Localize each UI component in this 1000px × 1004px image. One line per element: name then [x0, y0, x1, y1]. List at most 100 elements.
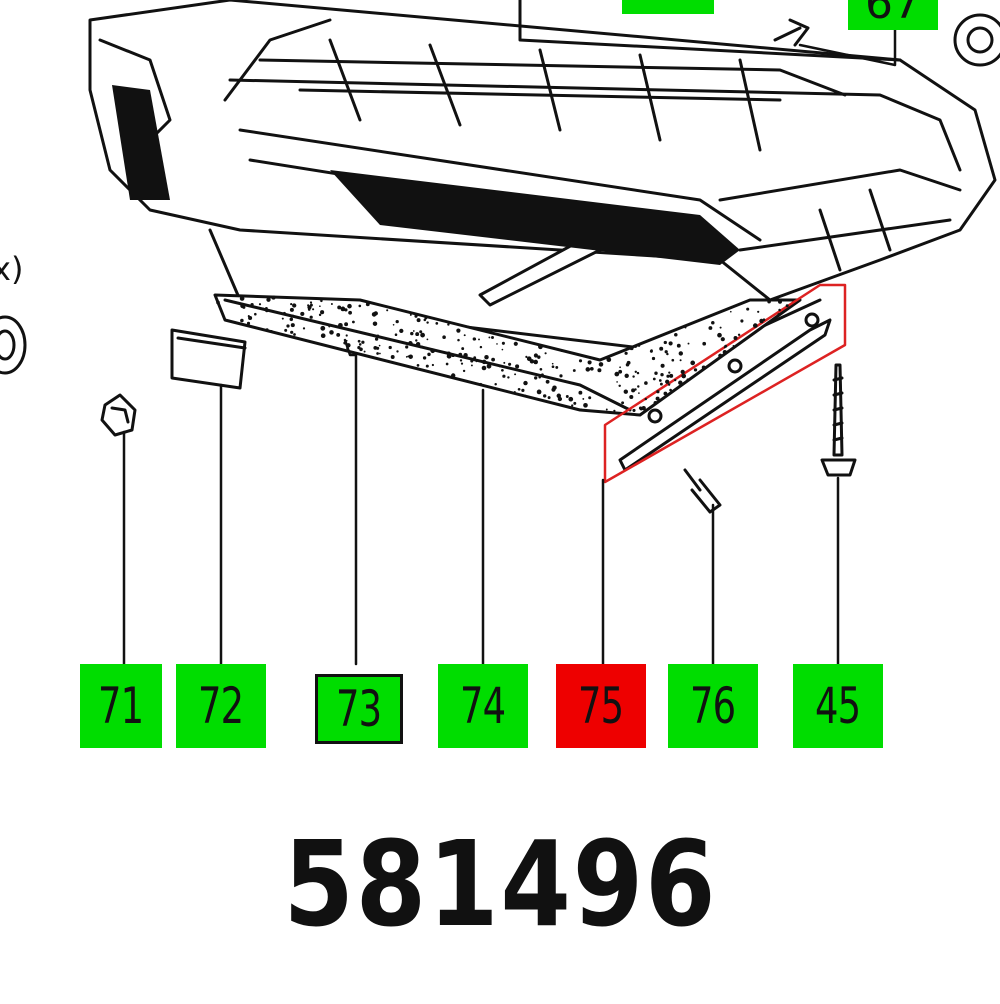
foam-speckle	[312, 308, 315, 311]
foam-speckle	[405, 356, 408, 358]
foam-speckle	[533, 353, 538, 358]
top-callout-label-2: 67	[865, 0, 921, 29]
part-number-text: 581496	[282, 815, 717, 953]
foam-speckle	[250, 302, 254, 307]
foam-speckle	[722, 349, 727, 355]
foam-speckle	[481, 359, 487, 365]
foam-speckle	[300, 311, 305, 316]
foam-speckle	[363, 350, 366, 353]
foam-speckle	[289, 317, 294, 322]
foam-speckle	[451, 373, 456, 378]
foam-speckle	[307, 304, 310, 307]
callout-75[interactable]: 75	[556, 664, 646, 748]
foam-speckle	[752, 323, 758, 328]
foam-speckle	[578, 390, 583, 395]
foam-speckle	[623, 389, 628, 394]
foam-speckle	[361, 340, 365, 344]
foam-speckle	[423, 318, 427, 322]
foam-speckle	[405, 345, 409, 349]
foam-speckle	[463, 334, 466, 337]
callout-label: 72	[198, 677, 244, 735]
foam-speckle	[442, 335, 446, 339]
foam-speckle	[503, 361, 506, 364]
washer-left-drawing	[0, 315, 27, 375]
callout-73[interactable]: 73	[315, 674, 403, 744]
foam-speckle	[606, 357, 612, 363]
foam-speckle	[320, 333, 326, 339]
foam-speckle	[684, 326, 687, 329]
foam-speckle	[651, 356, 656, 361]
foam-speckle	[653, 401, 658, 405]
foam-speckle	[555, 365, 559, 369]
foam-speckle	[632, 408, 636, 412]
callout-72[interactable]: 72	[176, 664, 266, 748]
foam-speckle	[629, 394, 634, 400]
foam-speckle	[534, 376, 538, 380]
foam-speckle	[719, 326, 722, 329]
callout-74[interactable]: 74	[438, 664, 528, 748]
foam-speckle	[239, 296, 245, 301]
foam-speckle	[265, 328, 269, 332]
foam-speckle	[344, 322, 349, 327]
foam-speckle	[415, 339, 418, 342]
top-callout-partial-1[interactable]	[622, 0, 714, 14]
foam-speckle	[759, 318, 764, 324]
foam-speckle	[379, 352, 381, 355]
callout-label: 76	[690, 677, 736, 735]
foam-speckle	[293, 333, 296, 336]
foam-speckle	[580, 408, 582, 411]
foam-speckle	[346, 347, 349, 350]
foam-speckle	[678, 380, 683, 385]
foam-speckle	[513, 391, 516, 393]
foam-speckle	[345, 339, 348, 342]
foam-speckle	[659, 382, 663, 386]
foam-speckle	[514, 373, 517, 376]
foam-speckle	[762, 318, 766, 321]
foam-speckle	[524, 394, 527, 397]
foam-speckle	[496, 343, 498, 345]
foam-speckle	[328, 325, 331, 328]
foam-speckle	[668, 371, 671, 374]
foam-speckle	[435, 322, 439, 325]
foam-speckle	[637, 344, 641, 347]
foam-speckle	[376, 352, 379, 355]
foam-speckle	[690, 360, 696, 366]
callout-45[interactable]: 45	[793, 664, 883, 748]
foam-speckle	[663, 391, 668, 396]
foam-speckle	[517, 387, 521, 391]
foam-speckle	[320, 310, 325, 315]
foam-speckle	[757, 310, 760, 313]
foam-speckle	[578, 359, 583, 363]
foam-speckle	[309, 301, 313, 304]
foam-speckle	[678, 351, 683, 356]
callout-label: 45	[815, 677, 861, 735]
foam-speckle	[724, 344, 728, 348]
foam-speckle	[394, 333, 398, 336]
callout-71[interactable]: 71	[80, 664, 162, 748]
foam-speckle	[778, 299, 782, 304]
foam-speckle	[515, 364, 520, 369]
foam-speckle	[474, 338, 477, 341]
foam-speckle	[475, 360, 478, 363]
foam-speckle	[613, 409, 616, 412]
foam-speckle	[669, 388, 672, 392]
foam-speckle	[687, 342, 690, 345]
foam-speckle	[319, 305, 321, 308]
foam-speckle	[573, 401, 577, 405]
top-callout-partial-2[interactable]	[848, 0, 938, 30]
foam-speckle	[666, 352, 669, 356]
callout-76[interactable]: 76	[668, 664, 758, 748]
foam-speckle	[621, 401, 625, 405]
foam-speckle	[494, 383, 497, 386]
foam-speckle	[425, 364, 429, 368]
foam-speckle	[422, 356, 427, 360]
foam-speckle	[254, 312, 257, 316]
foam-speckle	[358, 304, 362, 308]
foam-speckle	[395, 319, 399, 324]
foam-speckle	[521, 388, 525, 392]
foam-speckle	[359, 347, 363, 352]
foam-speckle	[730, 310, 732, 313]
washer-right-drawing	[953, 13, 1000, 67]
foam-speckle	[376, 334, 380, 338]
